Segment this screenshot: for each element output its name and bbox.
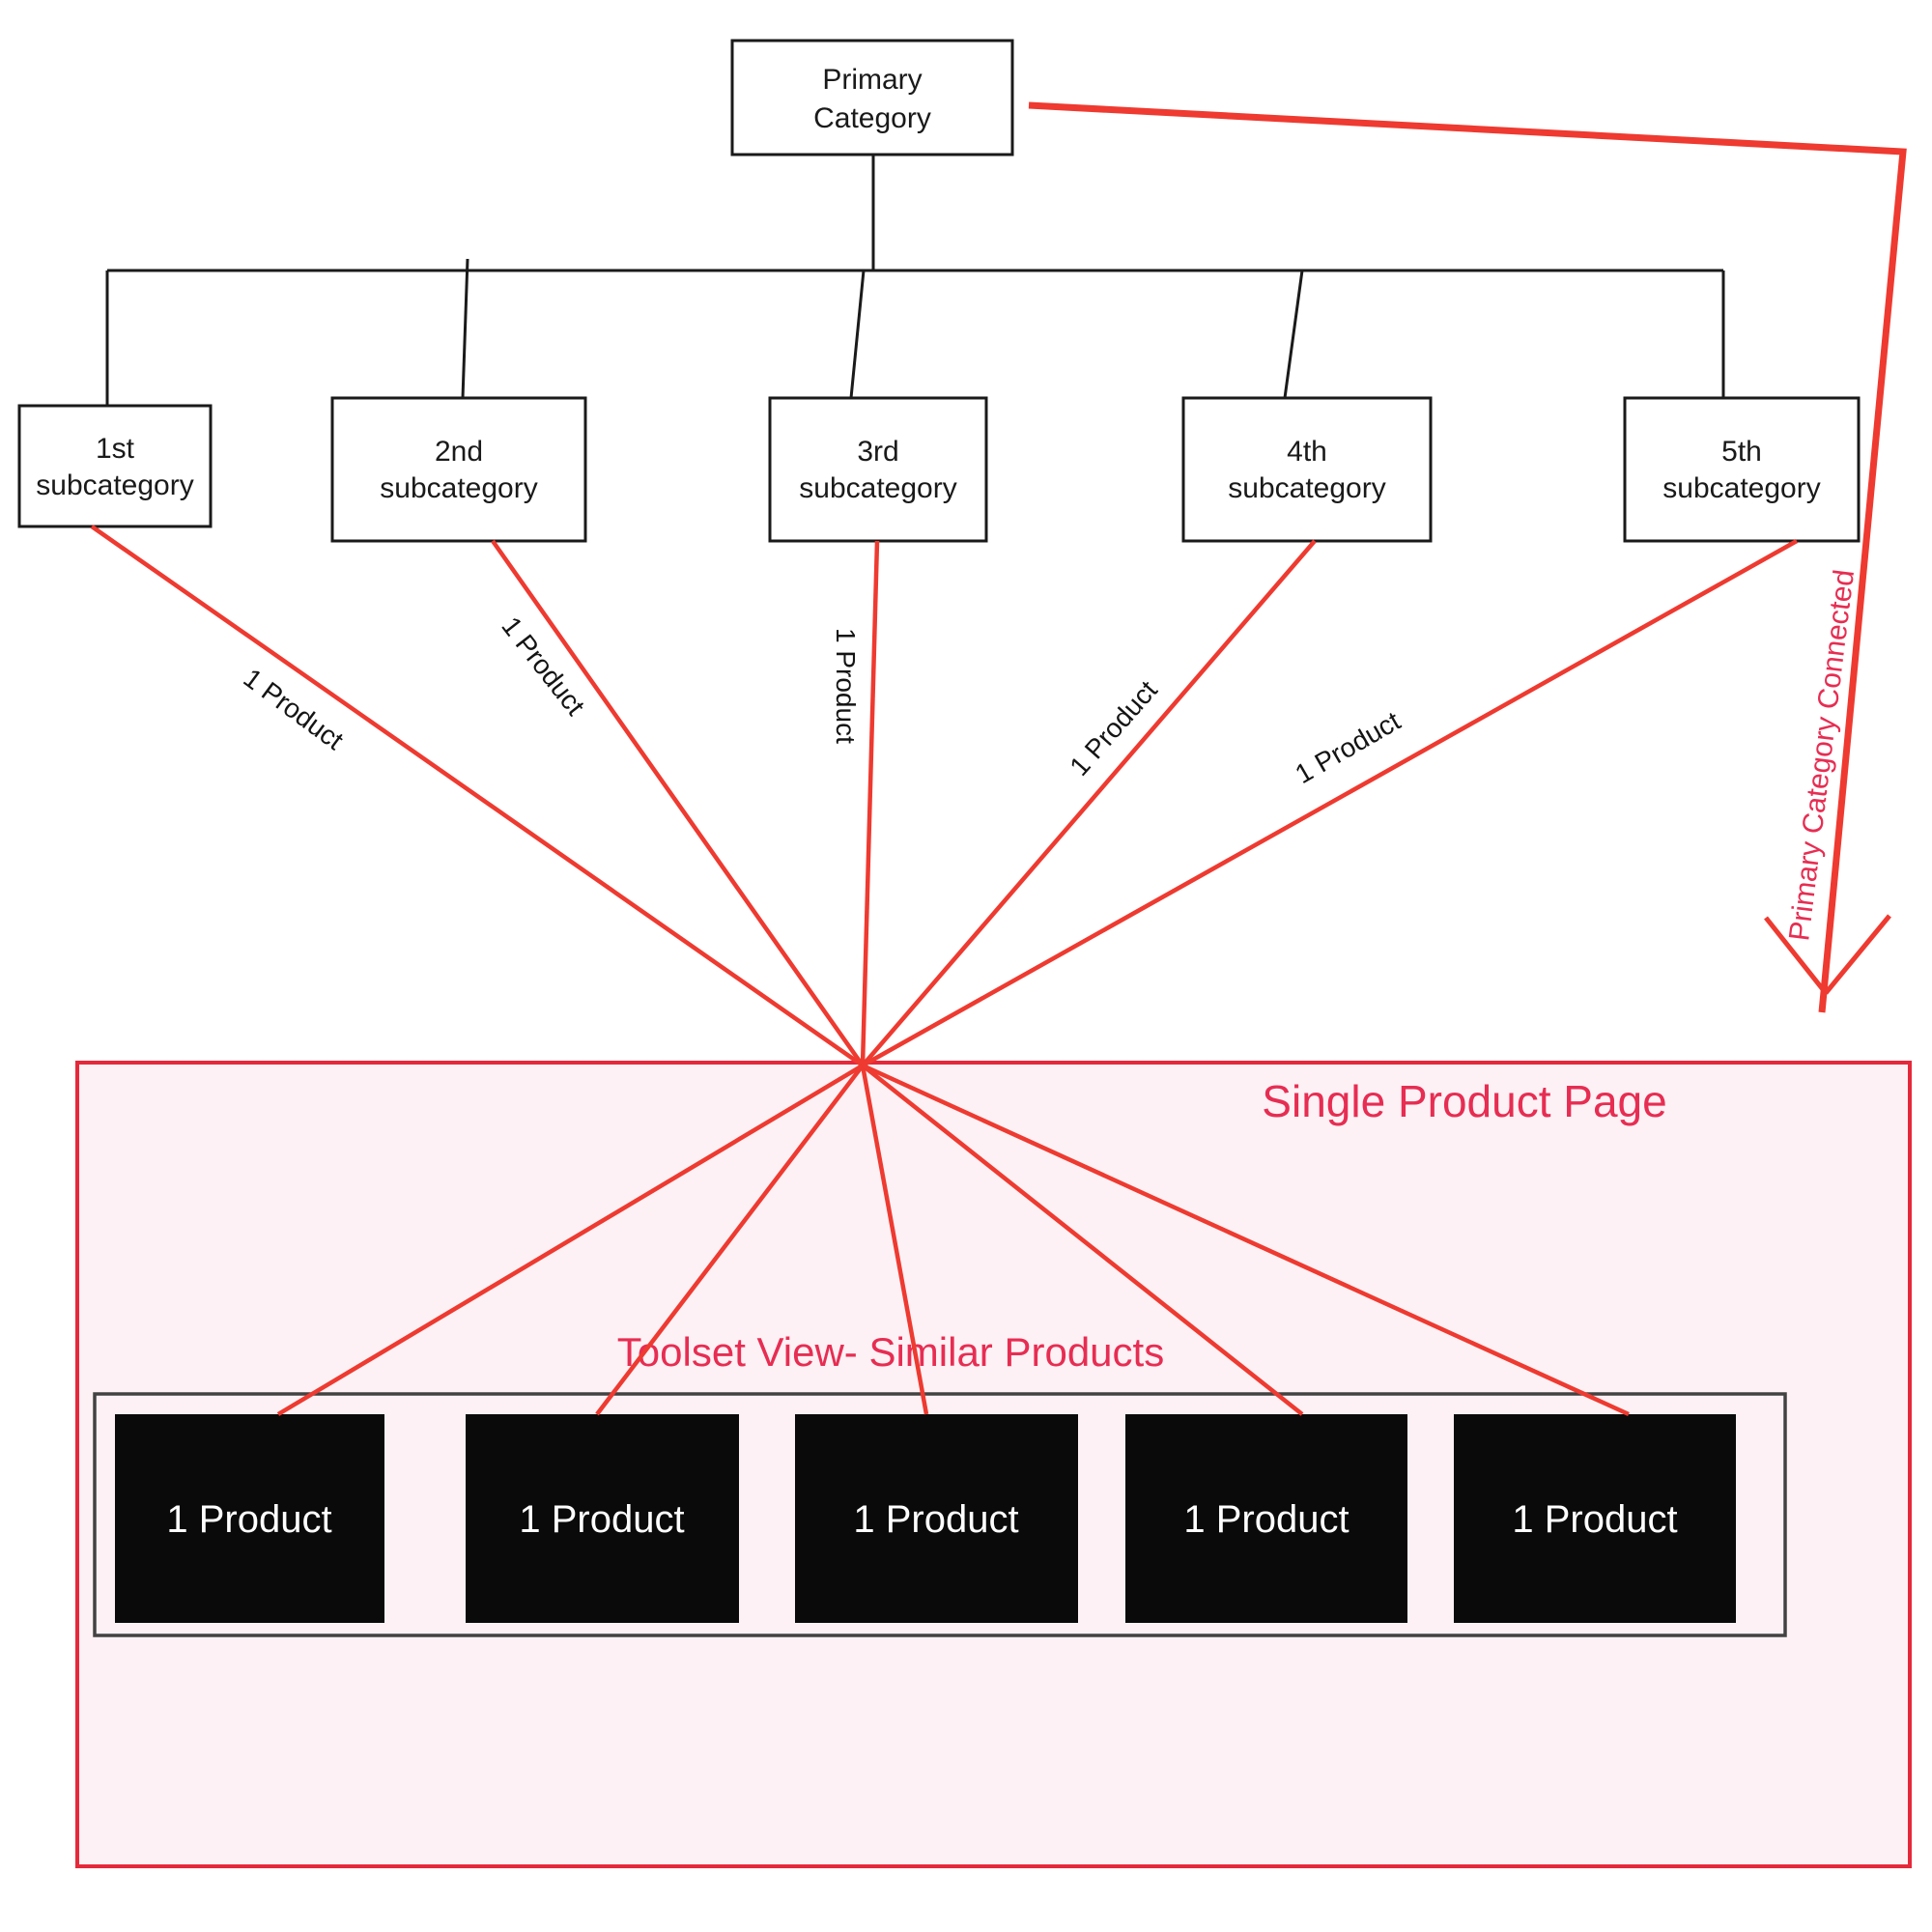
product-tile-4 bbox=[1125, 1414, 1407, 1623]
fan-line-down-3 bbox=[860, 1065, 929, 1415]
subcategory-box-5 bbox=[1623, 396, 1861, 543]
product-tile-5 bbox=[1454, 1414, 1736, 1623]
product-tiles: 1 Product 1 Product 1 Product 1 Product … bbox=[115, 1414, 1736, 1623]
fan-line-up-2 bbox=[491, 539, 865, 1067]
subcategory-5-line2: subcategory bbox=[1662, 472, 1820, 504]
primary-category-line1: Primary bbox=[822, 64, 922, 96]
arrowhead-right-arm bbox=[1824, 914, 1891, 995]
edge-label-3: 1 Product bbox=[831, 628, 861, 744]
subcategory-box-1 bbox=[17, 404, 213, 528]
primary-category-box bbox=[730, 39, 1014, 156]
tree-connector-lines bbox=[105, 155, 1725, 410]
product-tile-5-label: 1 Product bbox=[1512, 1498, 1677, 1541]
single-product-page-title: Single Product Page bbox=[1262, 1076, 1666, 1126]
product-tile-4-label: 1 Product bbox=[1183, 1498, 1349, 1541]
fan-line-down-1 bbox=[276, 1064, 865, 1416]
product-tile-3-label: 1 Product bbox=[853, 1498, 1018, 1541]
subcategory-box-2 bbox=[330, 396, 587, 543]
edge-label-1: 1 Product bbox=[238, 663, 349, 755]
drop-line-4 bbox=[1283, 270, 1304, 399]
fan-line-up-4 bbox=[861, 539, 1317, 1067]
primary-connector: Primary Category Connected bbox=[1028, 101, 1907, 1013]
product-fan-lines-down bbox=[276, 1063, 1630, 1417]
subcategory-box-4 bbox=[1181, 396, 1433, 543]
product-tile-3 bbox=[795, 1414, 1078, 1623]
primary-connector-line bbox=[1028, 101, 1907, 1013]
subcategory-2-line2: subcategory bbox=[380, 472, 537, 504]
subcategory-2-line1: 2nd bbox=[435, 436, 483, 468]
fan-line-up-3 bbox=[860, 540, 880, 1066]
product-tile-2 bbox=[466, 1414, 739, 1623]
product-fan-lines-up bbox=[90, 525, 1799, 1067]
fan-line-up-5 bbox=[861, 539, 1799, 1067]
subcategory-3-line2: subcategory bbox=[799, 472, 956, 504]
drop-line-3 bbox=[849, 270, 866, 399]
edge-label-2: 1 Product bbox=[496, 611, 590, 722]
product-tile-2-label: 1 Product bbox=[519, 1498, 684, 1541]
fan-line-down-4 bbox=[861, 1064, 1304, 1416]
subcategory-1-line2: subcategory bbox=[36, 469, 193, 501]
fan-line-up-1 bbox=[90, 525, 865, 1067]
category-boxes: Primary Category 1st subcategory 2nd sub… bbox=[17, 39, 1861, 543]
subcategory-5-line1: 5th bbox=[1721, 436, 1762, 468]
similar-products-container bbox=[93, 1392, 1787, 1637]
product-tile-1 bbox=[115, 1414, 384, 1623]
toolset-view-title: Toolset View- Similar Products bbox=[617, 1329, 1164, 1375]
product-tile-1-label: 1 Product bbox=[166, 1498, 331, 1541]
subcategory-1-line1: 1st bbox=[96, 433, 135, 465]
fan-line-down-2 bbox=[595, 1064, 865, 1416]
fan-line-down-5 bbox=[862, 1063, 1630, 1417]
subcategory-box-3 bbox=[768, 396, 988, 543]
subcategory-3-line1: 3rd bbox=[857, 436, 898, 468]
arrowhead-left-arm bbox=[1764, 916, 1828, 995]
subcategory-4-line2: subcategory bbox=[1228, 472, 1385, 504]
subcategory-4-line1: 4th bbox=[1287, 436, 1327, 468]
drop-line-2 bbox=[461, 258, 469, 399]
edge-label-4: 1 Product bbox=[1064, 675, 1163, 781]
primary-category-line2: Category bbox=[813, 102, 931, 134]
edge-label-5: 1 Product bbox=[1291, 705, 1406, 789]
